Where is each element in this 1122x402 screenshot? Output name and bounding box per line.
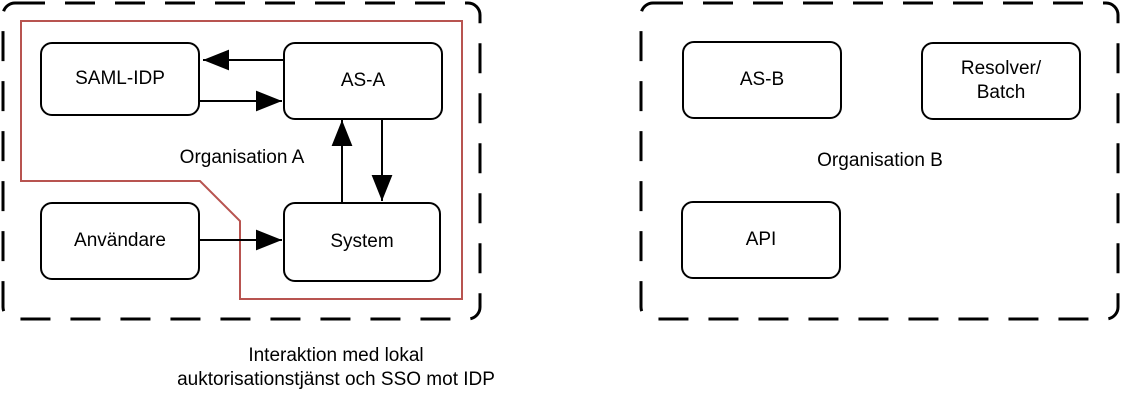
- node-system-label: System: [330, 231, 394, 253]
- org-a-label: Organisation A: [179, 147, 305, 168]
- node-as-a: AS-A: [283, 42, 443, 120]
- diagram-caption-line-2: auktorisationstjänst och SSO mot IDP: [177, 369, 495, 390]
- org-b-label: Organisation B: [817, 150, 943, 171]
- node-anvandare-label: Användare: [74, 230, 166, 252]
- node-as-a-label: AS-A: [340, 70, 386, 92]
- diagram-caption: Interaktion med lokal auktorisationstjän…: [177, 344, 495, 392]
- node-api-label: API: [745, 229, 777, 251]
- node-resolver-batch: Resolver/ Batch: [921, 42, 1081, 120]
- node-system: System: [283, 202, 441, 282]
- org-a-boundary: [1, 1, 482, 321]
- node-api: API: [681, 201, 841, 279]
- sso-scope-outline: [20, 20, 463, 300]
- node-saml-idp-label: SAML-IDP: [75, 68, 165, 90]
- node-as-b-label: AS-B: [739, 69, 785, 91]
- org-b-boundary: [639, 1, 1120, 321]
- node-resolver-batch-label: Resolver/ Batch: [960, 58, 1042, 103]
- node-anvandare: Användare: [40, 202, 200, 280]
- node-as-b: AS-B: [682, 41, 842, 119]
- node-saml-idp: SAML-IDP: [40, 42, 200, 116]
- diagram-caption-line-1: Interaktion med lokal: [248, 345, 424, 366]
